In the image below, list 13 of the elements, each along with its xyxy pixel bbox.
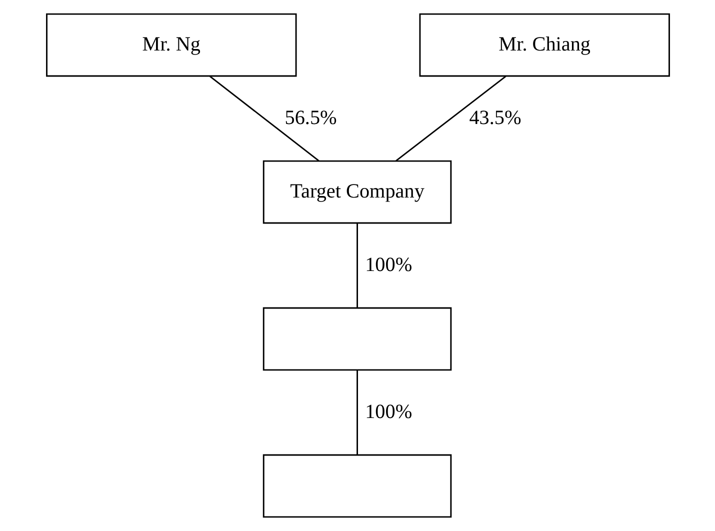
connector: [395, 76, 506, 162]
connector: [356, 223, 358, 308]
node-box: [262, 454, 452, 518]
edge-label: 56.5%: [284, 106, 336, 129]
node-box: Mr. Ng: [46, 13, 296, 77]
edge-label: 43.5%: [468, 106, 521, 129]
node-box: Mr. Chiang: [418, 13, 670, 77]
edge-label: 100%: [364, 254, 412, 276]
edge-label: 100%: [364, 400, 412, 423]
node-box: [262, 307, 452, 371]
connector: [208, 76, 319, 162]
connector: [356, 370, 358, 455]
node-box: Target Company: [262, 160, 452, 224]
